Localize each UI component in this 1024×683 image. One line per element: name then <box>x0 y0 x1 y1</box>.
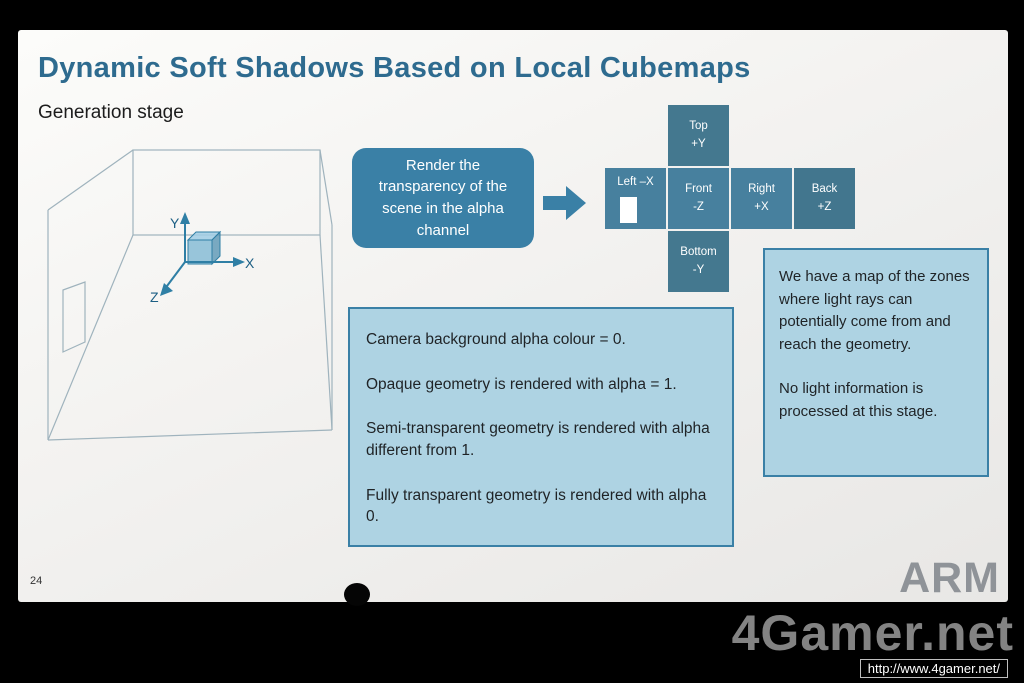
cubemap-face-left: Left –X <box>605 168 666 229</box>
face-name: Left –X <box>617 176 654 188</box>
face-name: Back <box>811 183 838 196</box>
cubemap-face-right: Right +X <box>731 168 792 229</box>
cubemap-face-back: Back +Z <box>794 168 855 229</box>
cubemap-cross: Top +Y Left –X Front -Z Right +X Back +Z… <box>605 105 857 293</box>
face-axis: -Z <box>693 200 704 213</box>
face-name: Top <box>689 120 708 133</box>
alpha-rule-line: Opaque geometry is rendered with alpha =… <box>366 375 677 393</box>
alpha-rules-panel: Camera background alpha colour = 0. Opaq… <box>348 307 734 547</box>
slide: Dynamic Soft Shadows Based on Local Cube… <box>18 30 1008 602</box>
x-axis-label: X <box>245 255 255 271</box>
alpha-rule-line: Semi-transparent geometry is rendered wi… <box>366 420 710 460</box>
face-name: Front <box>685 183 712 196</box>
room-outline <box>47 149 333 441</box>
camera-artifact-blob <box>344 583 370 606</box>
callout-text: Render the transparency of the scene in … <box>378 156 508 239</box>
y-axis-label: Y <box>170 215 180 231</box>
face-axis: +X <box>754 200 769 213</box>
slide-title: Dynamic Soft Shadows Based on Local Cube… <box>38 52 751 84</box>
arm-logo: ARM <box>899 554 1000 602</box>
axes <box>160 212 245 296</box>
cubemap-face-front: Front -Z <box>668 168 729 229</box>
right-arrow-icon <box>543 186 586 220</box>
z-axis <box>166 261 186 287</box>
z-axis-label: Z <box>150 289 159 305</box>
face-name: Bottom <box>680 246 717 259</box>
face-axis: +Z <box>817 200 832 213</box>
zones-text-line: We have a map of the zones where light r… <box>779 268 970 353</box>
axis-labels: Y X Z <box>150 215 255 305</box>
page-number: 24 <box>30 575 43 587</box>
cube-glyph <box>186 230 222 266</box>
zones-text-line: No light information is processed at thi… <box>779 380 938 420</box>
4gamer-watermark-url: http://www.4gamer.net/ <box>859 659 1008 678</box>
face-name: Right <box>748 183 775 196</box>
room-wireframe-diagram: Y X Z <box>47 149 333 441</box>
face-axis: -Y <box>692 263 705 276</box>
cubemap-face-bottom: Bottom -Y <box>668 231 729 292</box>
slide-subtitle: Generation stage <box>38 102 184 123</box>
alpha-rule-line: Camera background alpha colour = 0. <box>366 331 626 348</box>
alpha-rule-line: Fully transparent geometry is rendered w… <box>366 486 707 526</box>
render-transparency-callout: Render the transparency of the scene in … <box>352 148 534 248</box>
cubemap-face-top: Top +Y <box>668 105 729 166</box>
4gamer-watermark-logo: 4Gamer.net <box>731 605 1014 661</box>
face-axis: +Y <box>691 137 706 150</box>
light-zones-panel: We have a map of the zones where light r… <box>763 248 989 477</box>
window-alpha-rect <box>620 197 637 223</box>
window-shape <box>62 281 86 353</box>
